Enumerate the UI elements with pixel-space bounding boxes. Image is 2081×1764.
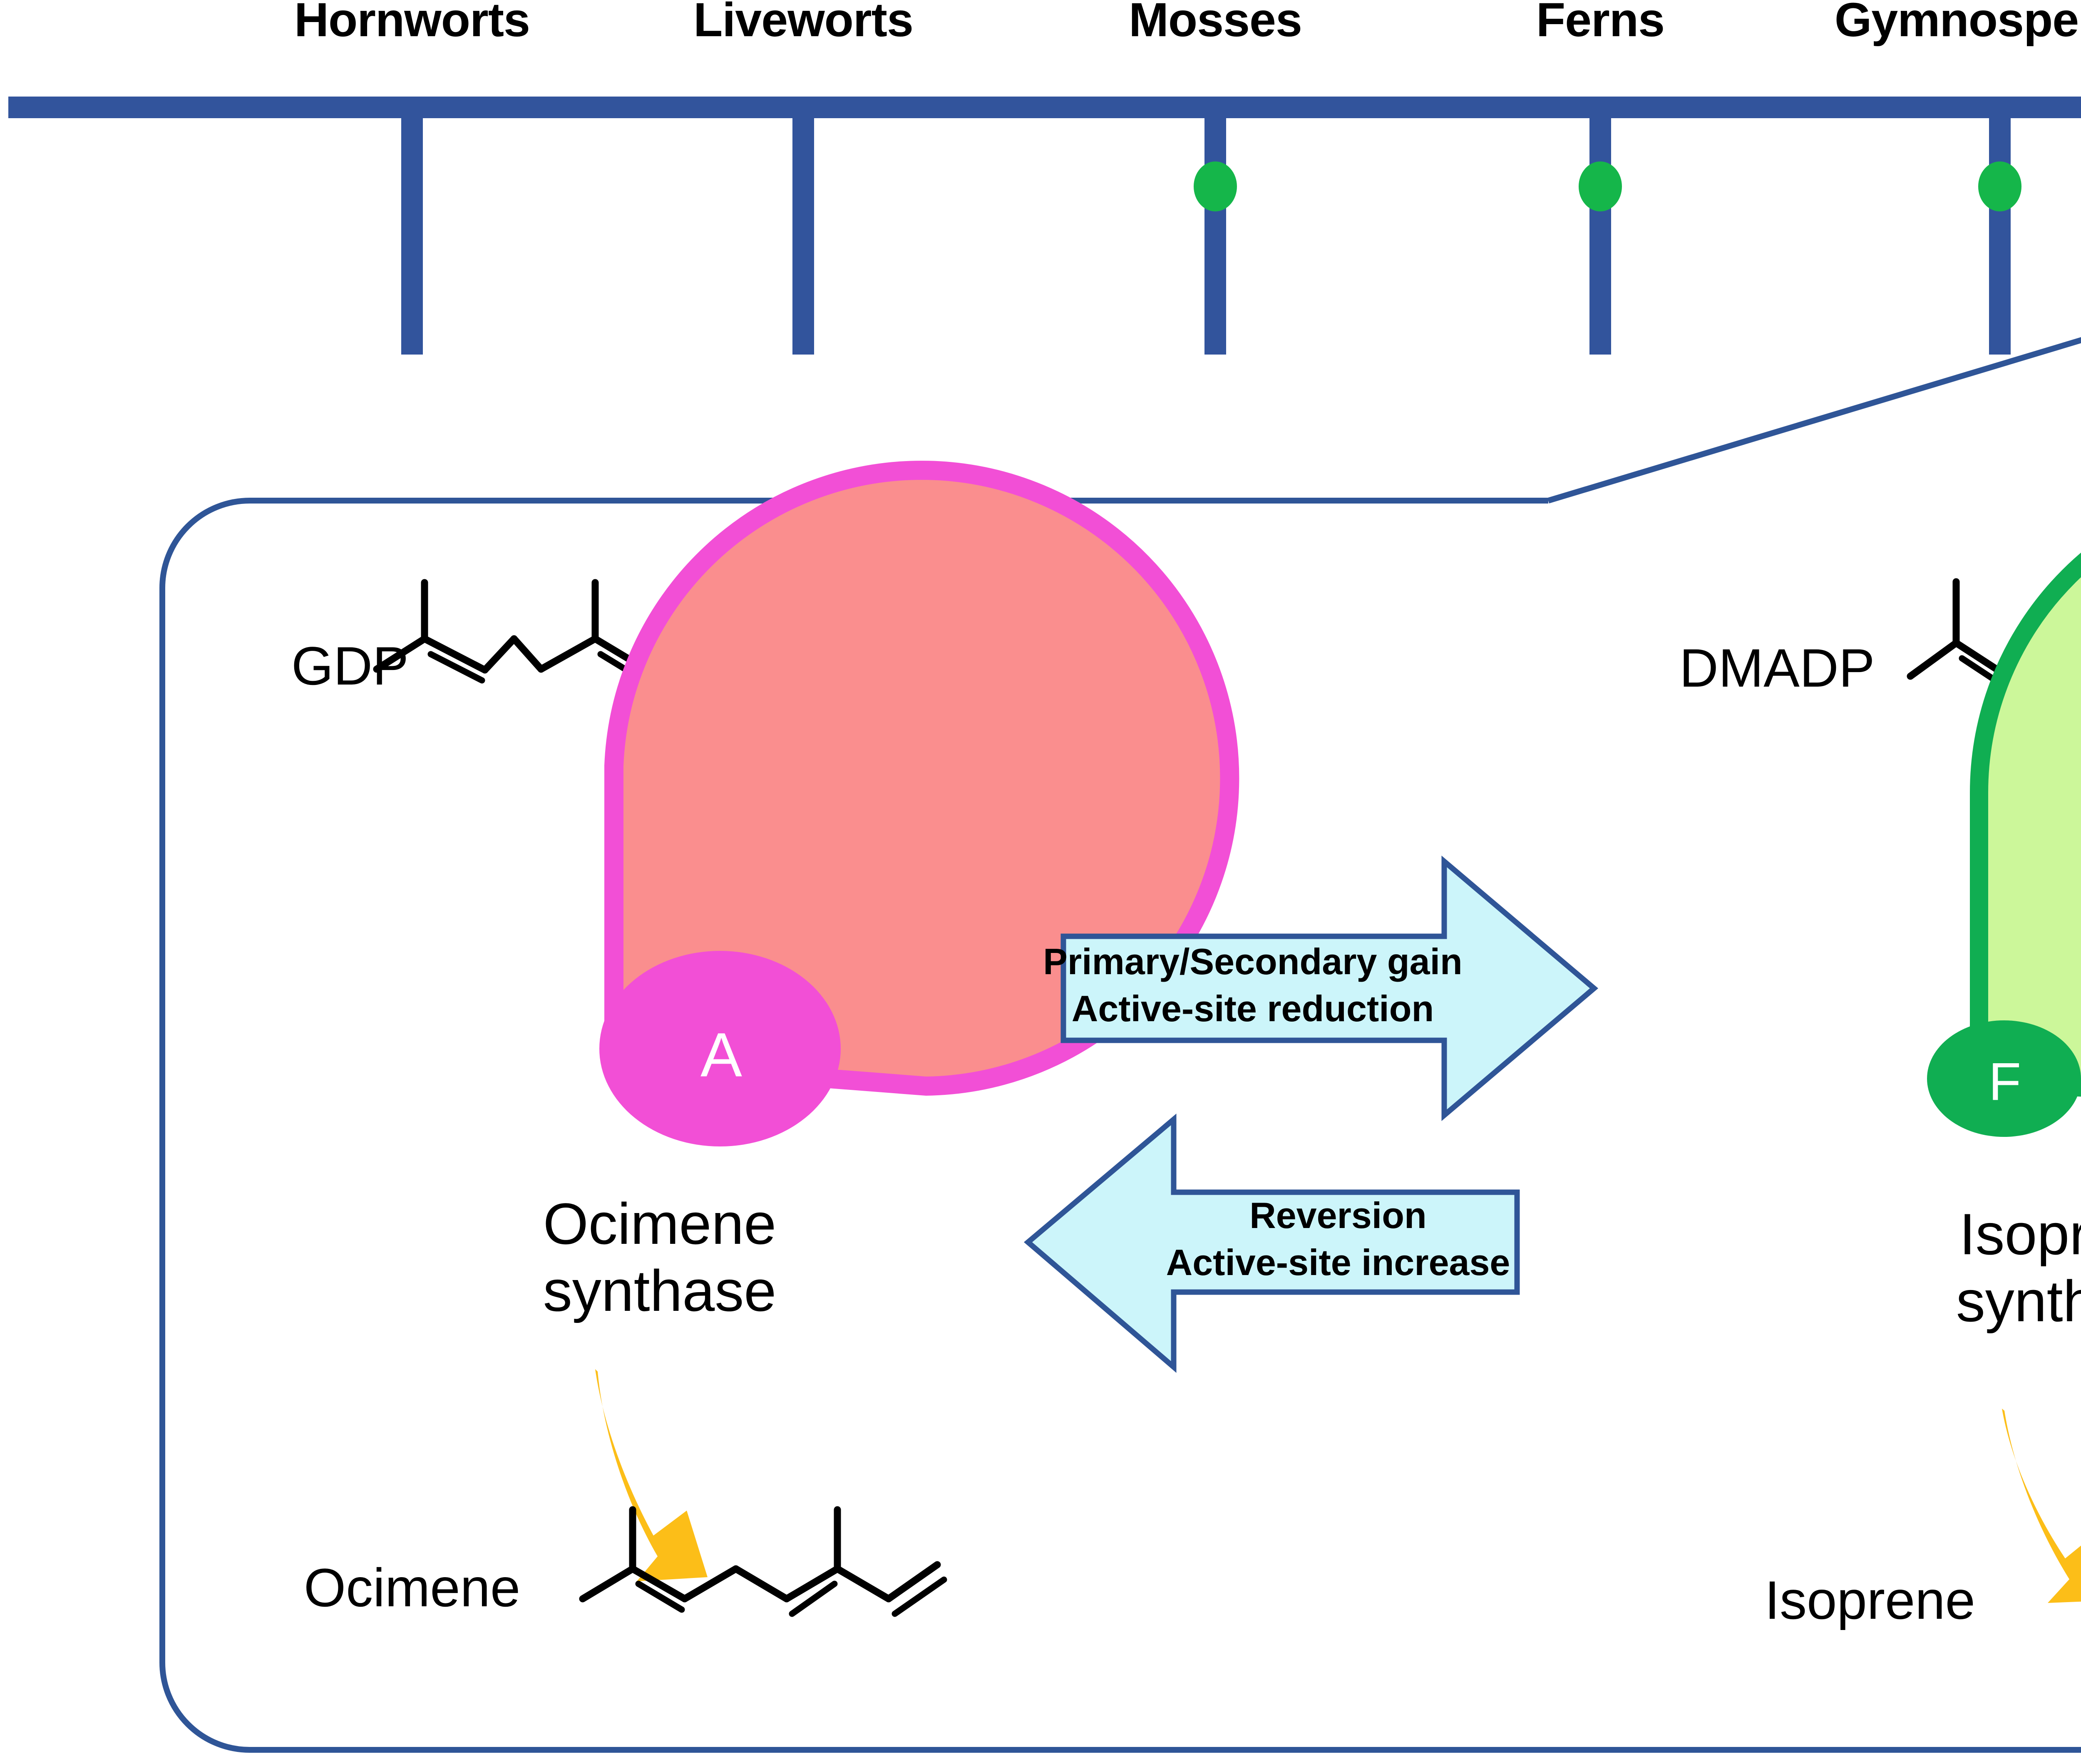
ocimene-synthase-label-line1: Ocimene [543,1191,777,1256]
forward-arrow-text: Primary/Secondary gain Active-site reduc… [1043,938,1463,1032]
ocimene-product-label: Ocimene [304,1557,521,1618]
taxon-label-liveworts: Liveworts [693,0,914,47]
tree-branch-liveworts [792,97,814,355]
isoprene-synthase-label: Isoprene synthase [1956,1201,2081,1335]
isoprene-product-label: Isoprene [1765,1570,1975,1630]
tree-branch-gymnosperms [1989,97,2011,355]
ocimene-synthase-label: Ocimene synthase [543,1190,776,1324]
tree-branch-hornworts [401,97,423,355]
taxon-label-mosses: Mosses [1129,0,1302,47]
forward-transition-arrow[interactable] [1060,855,1599,1121]
reverse-transition-arrow[interactable] [1023,1114,1520,1373]
reverse-arrow-text-line1: Reversion [1249,1195,1427,1236]
ocimene-product-arrow [595,1369,708,1581]
ocimene-active-site-label: A [700,1020,743,1090]
isoprene-product-arrow [2002,1409,2081,1603]
isoprene-synthase-label-line2: synthase [1956,1268,2081,1334]
dmadp-label: DMADP [1679,638,1875,698]
tree-gain-node-group [1194,161,2021,211]
ocimene-synthase-label-line2: synthase [543,1258,777,1323]
gdp-label: GDP [291,635,409,696]
forward-arrow-text-line1: Primary/Secondary gain [1043,941,1463,982]
callout-tail-lines [1547,337,2081,504]
taxon-label-hornworts: Hornworts [294,0,530,47]
isoprene-synthase-body [1970,553,2081,1097]
tree-backbone-bar [8,97,2081,118]
ocimene-active-site [599,951,841,1146]
isoprene-synthase-label-line1: Isoprene [1959,1201,2081,1267]
gain-node-ferns [1579,161,1622,211]
ocimene-structure [579,1506,947,1617]
gain-node-mosses [1194,161,1237,211]
gain-node-gymnosperms [1978,161,2021,211]
isoprene-active-site-label: F [1988,1052,2021,1112]
isoprene-active-site [1927,1020,2081,1137]
reverse-arrow-text: Reversion Active-site increase [1166,1192,1510,1286]
taxon-label-ferns: Ferns [1536,0,1665,47]
tree-branch-group [401,97,2011,355]
taxon-label-gymnosperms: Gymnosperms [1834,0,2081,47]
tree-branch-mosses [1204,97,1226,355]
callout-panel-outline [159,498,2081,1753]
forward-arrow-text-line2: Active-site reduction [1071,987,1434,1029]
tree-branch-ferns [1589,97,1611,355]
reverse-arrow-text-line2: Active-site increase [1166,1241,1510,1283]
